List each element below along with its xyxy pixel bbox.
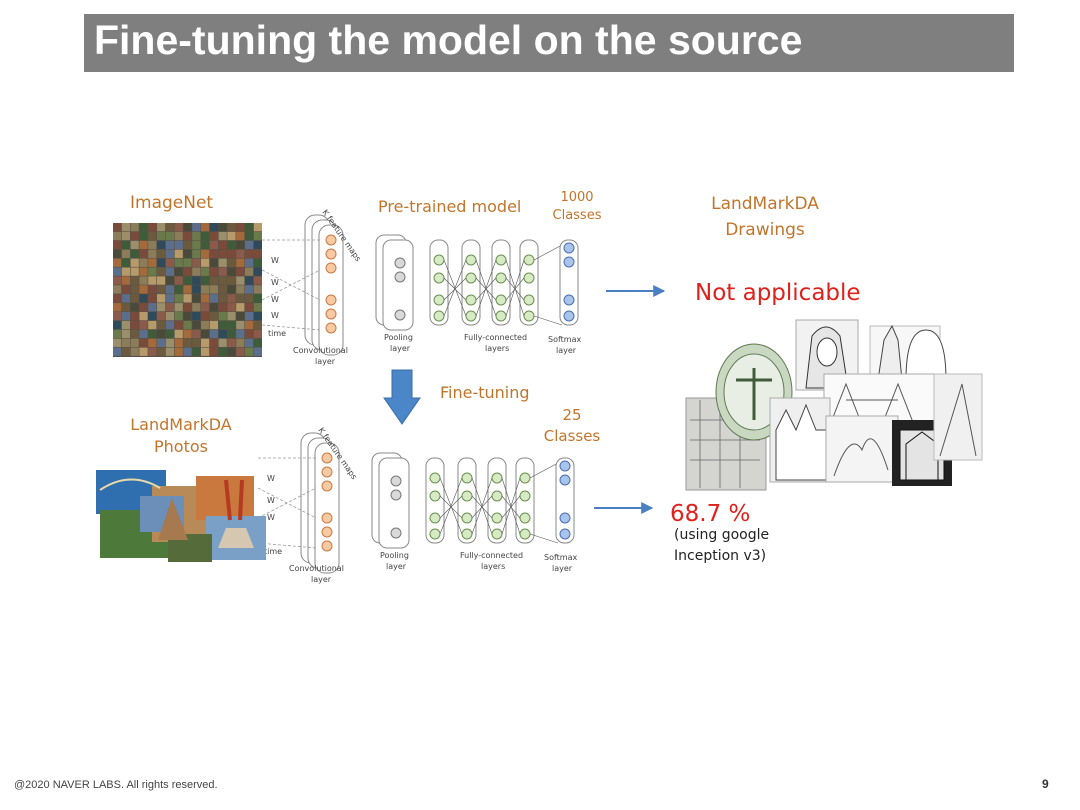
network-bottom: W W W time K feature maps Convolutional … [257, 426, 577, 584]
drawings-label: LandMarkDA Drawings [700, 191, 830, 243]
bottom-classes-label: 25 Classes [540, 405, 604, 447]
svg-text:W: W [267, 474, 275, 483]
svg-text:layer: layer [390, 344, 411, 353]
svg-text:W: W [271, 311, 279, 320]
svg-text:layer: layer [552, 564, 573, 573]
svg-text:Convolutional: Convolutional [289, 564, 344, 573]
svg-text:W: W [271, 278, 279, 287]
network-top: W W W W time K feature maps Convolutiona… [261, 208, 581, 366]
page-number: 9 [1042, 777, 1049, 791]
bottom-classes-word: Classes [543, 427, 601, 445]
accuracy-note: (using google Inception v3) [674, 525, 769, 567]
svg-text:W: W [271, 256, 279, 265]
accuracy-note-line2: Inception v3) [674, 548, 767, 564]
drawings-label-line1: LandMarkDA [711, 194, 819, 214]
landmark-drawings-collage [685, 319, 983, 491]
not-applicable-result: Not applicable [695, 280, 861, 306]
slide-title: Fine-tuning the model on the source [94, 17, 803, 63]
top-classes-word: Classes [552, 208, 602, 223]
conv-nodes [325, 234, 337, 334]
svg-text:W: W [271, 295, 279, 304]
imagenet-label: ImageNet [130, 193, 214, 213]
accuracy-note-line1: (using google [674, 527, 770, 543]
svg-text:time: time [268, 329, 286, 338]
svg-text:Convolutional: Convolutional [293, 346, 348, 355]
photos-label-line2: Photos [154, 437, 208, 456]
imagenet-mosaic [113, 223, 262, 357]
svg-text:Softmax: Softmax [548, 335, 581, 344]
drawings-label-line2: Drawings [725, 220, 805, 240]
title-bar: Fine-tuning the model on the source [84, 14, 1014, 72]
svg-text:layer: layer [556, 346, 577, 355]
photos-label: LandMarkDA Photos [122, 414, 240, 458]
svg-text:Pooling: Pooling [384, 333, 413, 342]
accuracy-result: 68.7 % [670, 501, 751, 527]
svg-text:layer: layer [315, 357, 336, 366]
copyright-footer: @2020 NAVER LABS. All rights reserved. [14, 779, 218, 791]
svg-text:W: W [267, 513, 275, 522]
svg-text:layers: layers [481, 562, 505, 571]
svg-text:W: W [267, 496, 275, 505]
svg-text:Pooling: Pooling [380, 551, 409, 560]
bottom-classes-count: 25 [562, 406, 582, 424]
landmark-photos-collage [96, 470, 266, 562]
svg-text:layer: layer [386, 562, 407, 571]
svg-text:Fully-connected: Fully-connected [464, 333, 527, 342]
photos-label-line1: LandMarkDA [130, 415, 232, 434]
finetuning-label: Fine-tuning [440, 383, 530, 402]
top-classes-label: 1000 Classes [550, 189, 604, 225]
svg-text:Fully-connected: Fully-connected [460, 551, 523, 560]
finetune-down-arrow [383, 369, 421, 425]
svg-text:layer: layer [311, 575, 332, 584]
svg-text:layers: layers [485, 344, 509, 353]
pretrained-network-diagram: W W W W time K feature maps Convolutiona… [261, 208, 581, 366]
top-classes-count: 1000 [560, 190, 594, 205]
svg-text:time: time [264, 547, 282, 556]
pretrained-model-label: Pre-trained model [378, 197, 522, 216]
svg-text:Softmax: Softmax [544, 553, 577, 562]
